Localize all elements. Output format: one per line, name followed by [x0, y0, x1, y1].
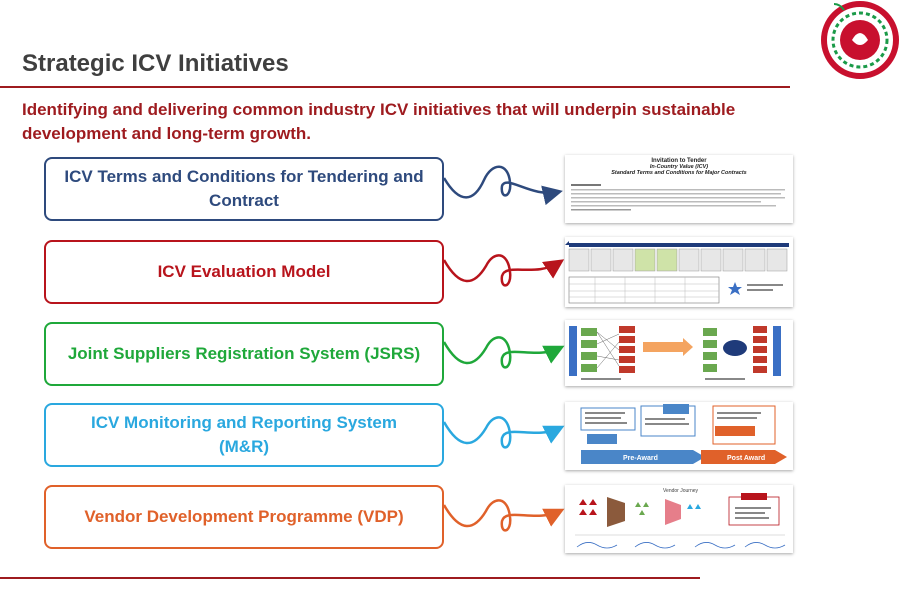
initiative-jsrs-label: Joint Suppliers Registration System (JSR… [67, 344, 421, 363]
thumbnail-pre-award-label: Pre-Award [623, 455, 658, 462]
connector-terms [442, 165, 563, 206]
thumbnail-jsrs-diagram [565, 320, 793, 386]
bottom-divider [0, 577, 700, 579]
thumbnail-terms-line1: In-Country Value (ICV) [649, 164, 709, 170]
connector-jsrs [442, 336, 565, 369]
page-title: Strategic ICV Initiatives [22, 50, 289, 77]
connector-monitoring [442, 416, 565, 449]
thumbnail-post-award-label: Post Award [727, 455, 765, 462]
thumbnail-evaluation-model [565, 237, 793, 307]
initiative-vdp-label: Vendor Development Programme (VDP) [84, 507, 404, 526]
initiative-monitoring-label: ICV Monitoring and Reporting System (M&R… [90, 413, 397, 456]
thumbnail-terms-body [571, 184, 785, 211]
initiative-terms-label: ICV Terms and Conditions for Tendering a… [64, 167, 424, 210]
logo-emblem [821, 1, 899, 79]
connector-evaluation [442, 254, 565, 287]
title-divider [0, 86, 790, 88]
initiative-terms-box: ICV Terms and Conditions for Tendering a… [44, 157, 444, 221]
initiative-evaluation-label: ICV Evaluation Model [157, 262, 331, 281]
thumbnail-terms-title: Invitation to Tender [651, 158, 707, 164]
initiative-vdp-box: Vendor Development Programme (VDP) [44, 485, 444, 549]
initiative-jsrs-box: Joint Suppliers Registration System (JSR… [44, 322, 444, 386]
page-subtitle: Identifying and delivering common indust… [22, 100, 736, 143]
thumbnail-vdp-journey: Vendor Journey [565, 485, 793, 553]
thumbnail-terms-line2: Standard Terms and Conditions for Major … [611, 170, 747, 176]
thumbnail-monitoring-reporting: Pre-Award Post Award [565, 402, 793, 470]
initiative-evaluation-box: ICV Evaluation Model [44, 240, 444, 304]
thumbnail-terms-document: Invitation to Tender In-Country Value (I… [565, 155, 793, 223]
initiative-monitoring-box: ICV Monitoring and Reporting System (M&R… [44, 403, 444, 467]
connector-vdp [442, 499, 565, 532]
thumbnail-vdp-heading: Vendor Journey [663, 488, 699, 494]
connector-arrows [442, 165, 565, 532]
